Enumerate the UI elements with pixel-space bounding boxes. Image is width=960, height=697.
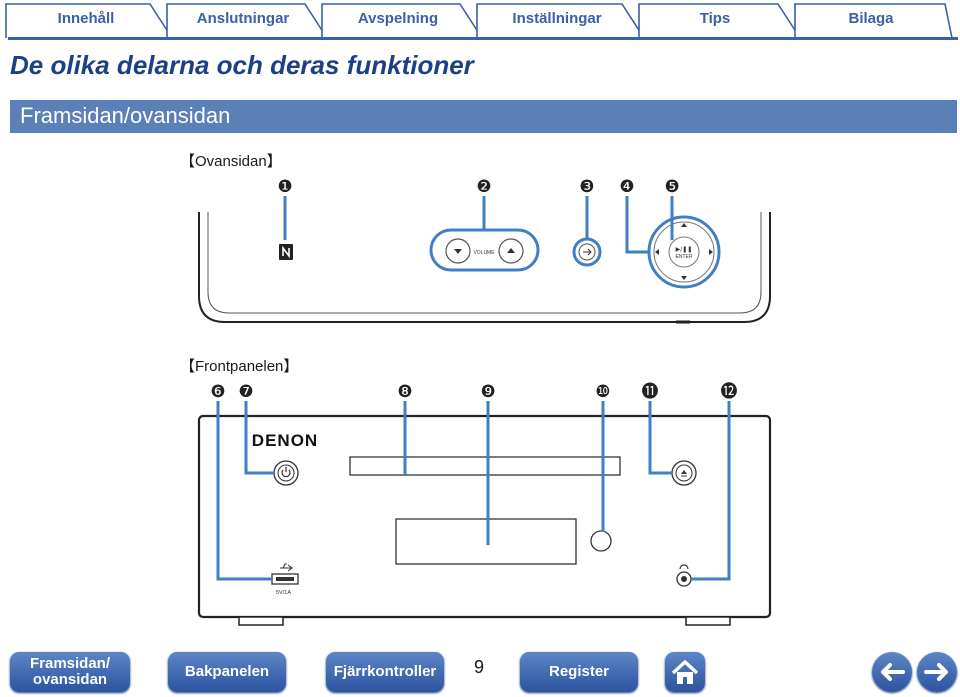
source-icon [583, 248, 592, 256]
tab-outlines [5, 3, 953, 39]
nfc-icon [279, 244, 293, 260]
cursor-down-icon [681, 276, 687, 280]
cursor-up-icon [681, 223, 687, 227]
volume-up-icon [507, 248, 515, 253]
callout-7: ❼ [238, 382, 253, 402]
callout-12: ⓬ [721, 382, 738, 402]
callout-9: ❾ [480, 382, 495, 402]
callout-3: ❸ [579, 177, 594, 197]
display [395, 518, 577, 565]
page-title: De olika delarna och deras funktioner [10, 50, 474, 80]
tab-connections[interactable]: Anslutningar [196, 10, 290, 27]
tab-tips[interactable]: Tips [699, 10, 731, 27]
headphone-jack[interactable] [676, 564, 692, 587]
home-icon [671, 660, 699, 684]
callout-10: ❿ [595, 382, 610, 402]
nav-register-label: Register [548, 663, 610, 680]
callout-5: ❺ [664, 177, 679, 197]
nav-front-top-button[interactable]: Framsidan/ ovansidan [10, 652, 130, 692]
arrow-right-icon [924, 663, 948, 681]
volume-down-icon [454, 249, 462, 254]
nav-front-top-label: Framsidan/ ovansidan [29, 655, 111, 688]
front-view-label: 【Frontpanelen】 [180, 358, 299, 375]
cursor-left-icon [655, 249, 659, 255]
power-icon [281, 469, 291, 478]
next-page-button[interactable] [917, 652, 957, 692]
volume-text: VOLUME [473, 250, 495, 256]
play-pause-text: ▶/❚❚ [676, 246, 693, 253]
tab-contents[interactable]: Innehåll [57, 10, 115, 27]
arrow-left-icon [881, 663, 905, 681]
headphones-icon [679, 564, 689, 570]
eject-button[interactable] [671, 460, 697, 486]
enter-text: ENTER [676, 254, 693, 260]
cursor-right-icon [709, 249, 713, 255]
callout-6: ❻ [210, 382, 225, 402]
volume-buttons[interactable]: VOLUME [429, 228, 540, 272]
cursor-enter-control[interactable]: ▶/❚❚ ENTER [647, 215, 721, 289]
callout-4: ❹ [619, 177, 634, 197]
tab-appendix[interactable]: Bilaga [848, 10, 894, 27]
brand-logo: DENON [252, 431, 318, 450]
tab-playback[interactable]: Avspelning [357, 10, 439, 27]
section-header: Framsidan/ovansidan [10, 100, 957, 133]
disc-tray [349, 456, 621, 476]
top-view-label: 【Ovansidan】 [180, 153, 282, 170]
home-button[interactable] [665, 652, 705, 692]
page-number: 9 [474, 657, 485, 677]
callout-11: ⓫ [642, 382, 659, 402]
nav-remote-button[interactable]: Fjärrkontroller [326, 652, 444, 692]
usb-text: 5V/1A [276, 590, 291, 596]
callout-1: ❶ [277, 177, 292, 197]
tab-underline [8, 37, 958, 40]
nav-remote-label: Fjärrkontroller [333, 663, 437, 680]
nav-rear-panel-label: Bakpanelen [184, 663, 270, 680]
source-button[interactable] [572, 237, 602, 267]
nav-register-button[interactable]: Register [520, 652, 638, 692]
nav-rear-panel-button[interactable]: Bakpanelen [168, 652, 286, 692]
tab-settings[interactable]: Inställningar [512, 10, 602, 27]
remote-sensor [590, 530, 612, 552]
callout-8: ❽ [397, 382, 412, 402]
usb-port[interactable]: 5V/1A [271, 563, 299, 596]
power-button[interactable] [273, 460, 299, 486]
callout-2: ❷ [476, 177, 491, 197]
previous-page-button[interactable] [872, 652, 912, 692]
usb-icon [280, 563, 293, 572]
top-tab-bar: Innehåll Anslutningar Avspelning Inställ… [0, 0, 960, 42]
section-title: Framsidan/ovansidan [20, 103, 231, 128]
eject-icon [681, 470, 687, 474]
